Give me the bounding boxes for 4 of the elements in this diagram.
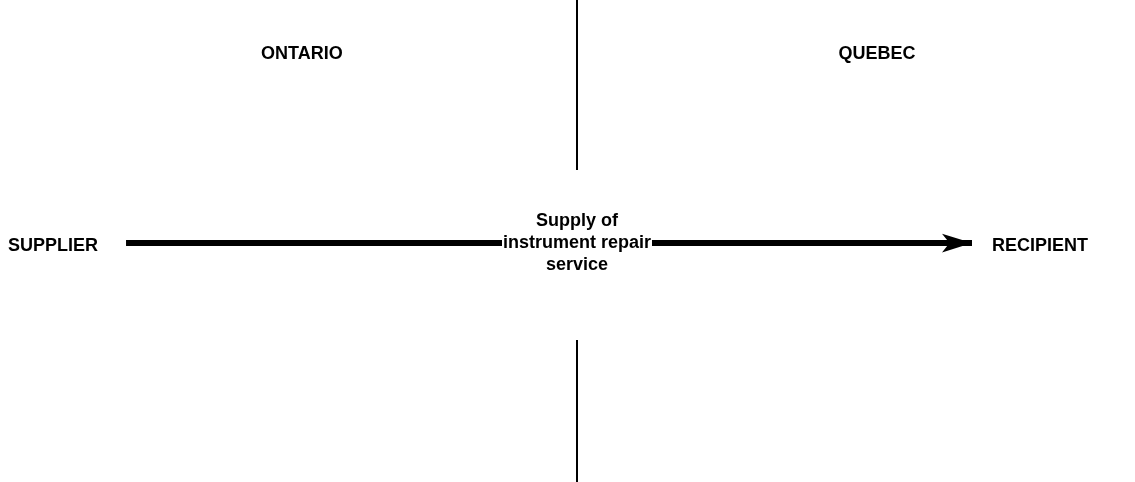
party-label: SUPPLIER	[8, 234, 99, 256]
region-label: QUEBEC	[838, 42, 916, 64]
region-label: ONTARIO	[261, 42, 343, 64]
party-label: RECIPIENT	[992, 234, 1088, 256]
